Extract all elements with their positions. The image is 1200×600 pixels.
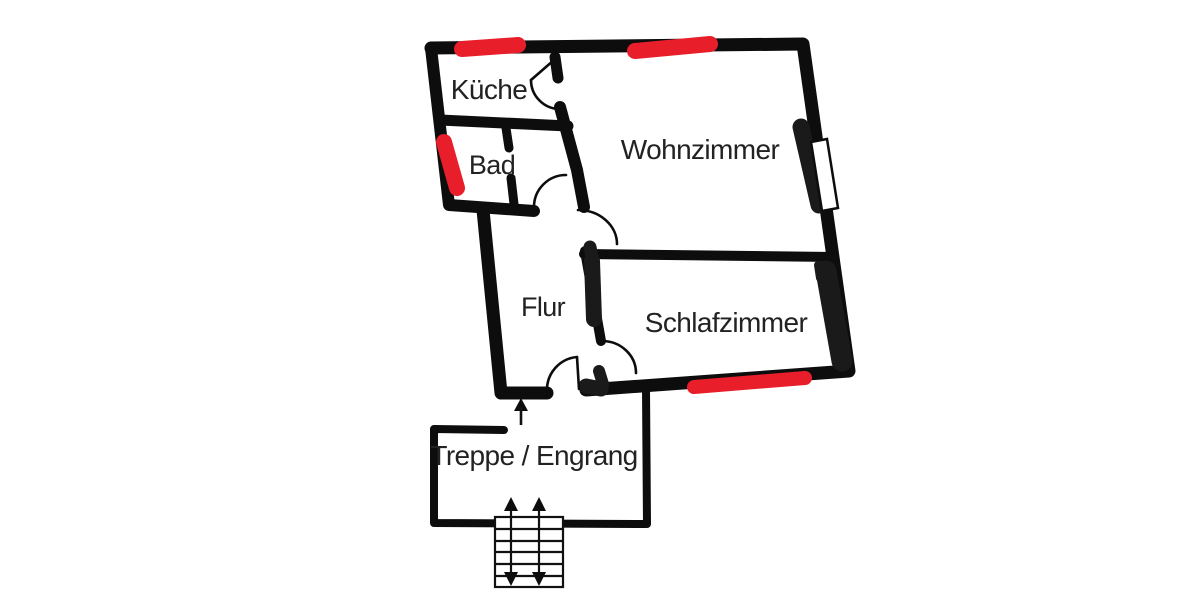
right-wall-lower-door-overlay — [815, 260, 853, 372]
room-label-entrance: Treppe / Engrang — [430, 440, 637, 471]
kitchen-door-leaf — [529, 58, 556, 82]
room-label-hallway: Flur — [521, 292, 566, 322]
entrance-arrow-icon — [514, 398, 528, 411]
bath-window-marker — [436, 134, 465, 196]
kitchen-door-jamb-top — [549, 51, 564, 84]
room-label-living: Wohnzimmer — [621, 134, 780, 165]
staircase — [493, 505, 565, 589]
kitchen-bath-divider-wall — [434, 114, 574, 132]
bath-door-arc — [532, 173, 568, 209]
left-wall-and-bath-bottom — [425, 42, 540, 217]
entrance-door-leaf — [575, 355, 581, 391]
arrow-layer — [504, 398, 546, 586]
room-label-kitchen: Küche — [451, 74, 527, 105]
stair-up-arrow-icon — [504, 497, 518, 511]
hallway-left-and-bottom-wall — [476, 203, 554, 400]
bedroom-window-marker — [687, 371, 812, 394]
kitchen-door-arc — [529, 78, 562, 111]
entrance-door-arc — [545, 355, 579, 393]
living-door-jamb — [583, 240, 600, 269]
bedroom-door-arc — [600, 339, 638, 375]
hallway-bedroom-wall-overlay — [584, 253, 602, 327]
stairwell-room-walls — [430, 386, 651, 528]
stair-up-arrow-icon — [532, 497, 546, 511]
bath-wall-stub-upper — [501, 123, 514, 153]
door-arc-layer — [529, 58, 638, 393]
room-label-layer: Küche Bad Wohnzimmer Flur Schlafzimmer T… — [430, 74, 808, 471]
stair-down-arrow-icon — [532, 572, 546, 586]
entrance-door-jamb — [578, 378, 609, 397]
door-overlay-layer — [578, 118, 853, 397]
room-label-bathroom: Bad — [469, 150, 515, 180]
kitchen-window-marker — [454, 37, 526, 57]
living-door-arc — [576, 208, 619, 246]
bath-wall-stub-lower — [506, 173, 519, 209]
balcony-door-leaf-outline — [809, 137, 840, 213]
living-window-marker — [627, 36, 718, 59]
room-label-bedroom: Schlafzimmer — [645, 307, 808, 338]
living-bedroom-divider-wall — [579, 249, 839, 262]
right-wall-upper-door-overlay — [792, 118, 828, 214]
kitchen-living-divider-wall — [554, 101, 590, 213]
red-marker-layer — [436, 36, 812, 394]
stair-down-arrow-icon — [504, 572, 518, 586]
